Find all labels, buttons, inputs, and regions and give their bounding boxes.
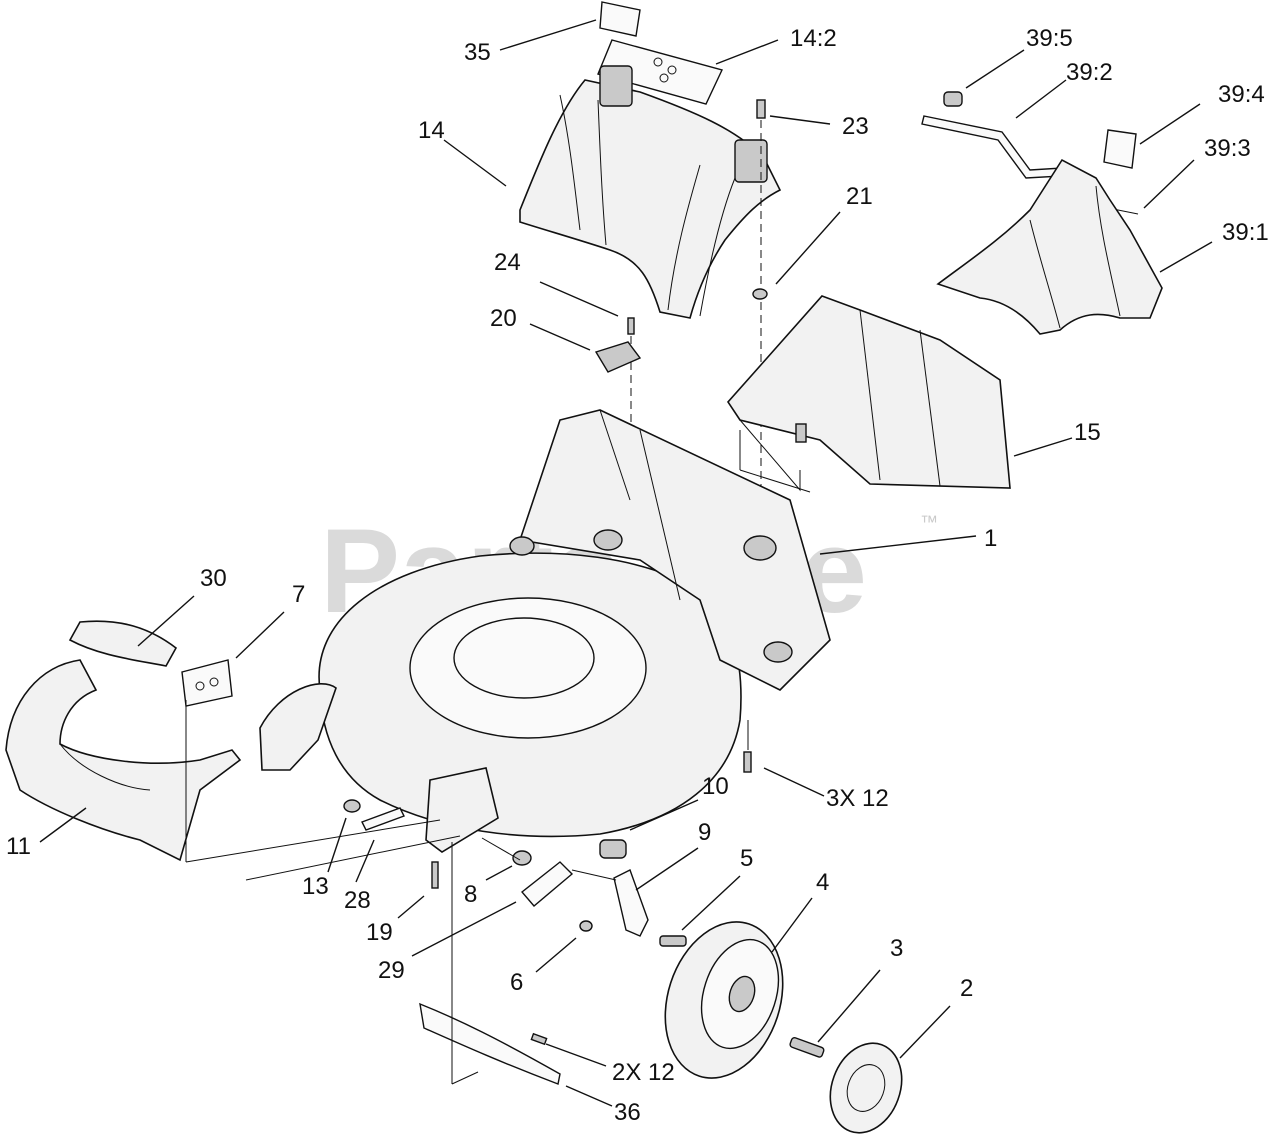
part-bag-frame-15 xyxy=(726,295,1011,493)
part-decal-39-4 xyxy=(1103,129,1137,169)
callout-30: 30 xyxy=(200,565,227,592)
callout-3x12: 3X 12 xyxy=(826,785,889,812)
callout-35: 35 xyxy=(464,39,491,66)
part-clip-20 xyxy=(594,341,642,373)
callout-39-5: 39:5 xyxy=(1026,25,1073,52)
part-bracket-9 xyxy=(613,869,649,937)
part-nut-13 xyxy=(343,799,361,813)
callout-1: 1 xyxy=(984,525,997,552)
part-screw-19 xyxy=(431,861,439,889)
part-bolt-3 xyxy=(789,1036,825,1058)
part-nut-21 xyxy=(752,288,768,300)
callout-6: 6 xyxy=(510,969,523,996)
part-screw-23 xyxy=(756,99,766,500)
callout-29: 29 xyxy=(378,957,405,984)
callout-39-2: 39:2 xyxy=(1066,59,1113,86)
part-screw-3x12 xyxy=(743,720,752,773)
callout-20: 20 xyxy=(490,305,517,332)
part-washer-8 xyxy=(512,850,532,866)
callout-10: 10 xyxy=(702,773,729,800)
part-screw-2x12 xyxy=(530,1032,548,1046)
callout-21: 21 xyxy=(846,183,873,210)
callout-3: 3 xyxy=(890,935,903,962)
callout-28: 28 xyxy=(344,887,371,914)
callout-5: 5 xyxy=(740,845,753,872)
part-hubcap-2 xyxy=(829,1042,903,1134)
watermark-trademark: ™ xyxy=(920,512,938,532)
callout-9: 9 xyxy=(698,819,711,846)
callout-2x12: 2X 12 xyxy=(612,1059,675,1086)
part-side-bracket-left xyxy=(259,683,499,853)
part-deck-1 xyxy=(318,409,831,838)
part-rod-39-2 xyxy=(921,115,1063,179)
part-screw-24 xyxy=(627,317,635,430)
callout-7: 7 xyxy=(292,581,305,608)
callout-23: 23 xyxy=(842,113,869,140)
callout-13: 13 xyxy=(302,873,329,900)
part-clip-10 xyxy=(599,839,627,859)
part-plate-29 xyxy=(520,861,574,907)
callout-39-4: 39:4 xyxy=(1218,81,1265,108)
part-decal-14-2 xyxy=(597,39,723,105)
part-plate-7 xyxy=(181,659,233,707)
callout-36: 36 xyxy=(614,1099,641,1126)
leader-lines xyxy=(39,19,1213,1107)
callout-24: 24 xyxy=(494,249,521,276)
part-front-bar-36 xyxy=(419,1002,561,1085)
part-flap-30 xyxy=(68,620,178,667)
callout-39-3: 39:3 xyxy=(1204,135,1251,162)
assembly-lines xyxy=(185,700,617,1085)
part-knob-39-5 xyxy=(943,91,963,107)
callout-15: 15 xyxy=(1074,419,1101,446)
part-bolt-5 xyxy=(659,935,687,947)
callout-39-1: 39:1 xyxy=(1222,219,1269,246)
callout-14-2: 14:2 xyxy=(790,25,837,52)
part-rear-skirt-11 xyxy=(5,659,242,862)
part-decal-35 xyxy=(599,1,641,37)
callout-4: 4 xyxy=(816,869,829,896)
callout-14: 14 xyxy=(418,117,445,144)
callout-11: 11 xyxy=(6,833,31,860)
part-washer-6 xyxy=(579,920,593,932)
callout-labels: 35 14:2 14 23 39:5 39:2 39:4 39:3 39:1 2… xyxy=(6,25,1269,1126)
part-chute-39-1 xyxy=(936,158,1163,335)
callout-19: 19 xyxy=(366,919,393,946)
callout-8: 8 xyxy=(464,881,477,908)
part-rear-cover-14 xyxy=(519,65,782,319)
callout-2: 2 xyxy=(960,975,973,1002)
part-wheel-4 xyxy=(664,921,784,1079)
part-pin-28 xyxy=(361,807,405,831)
